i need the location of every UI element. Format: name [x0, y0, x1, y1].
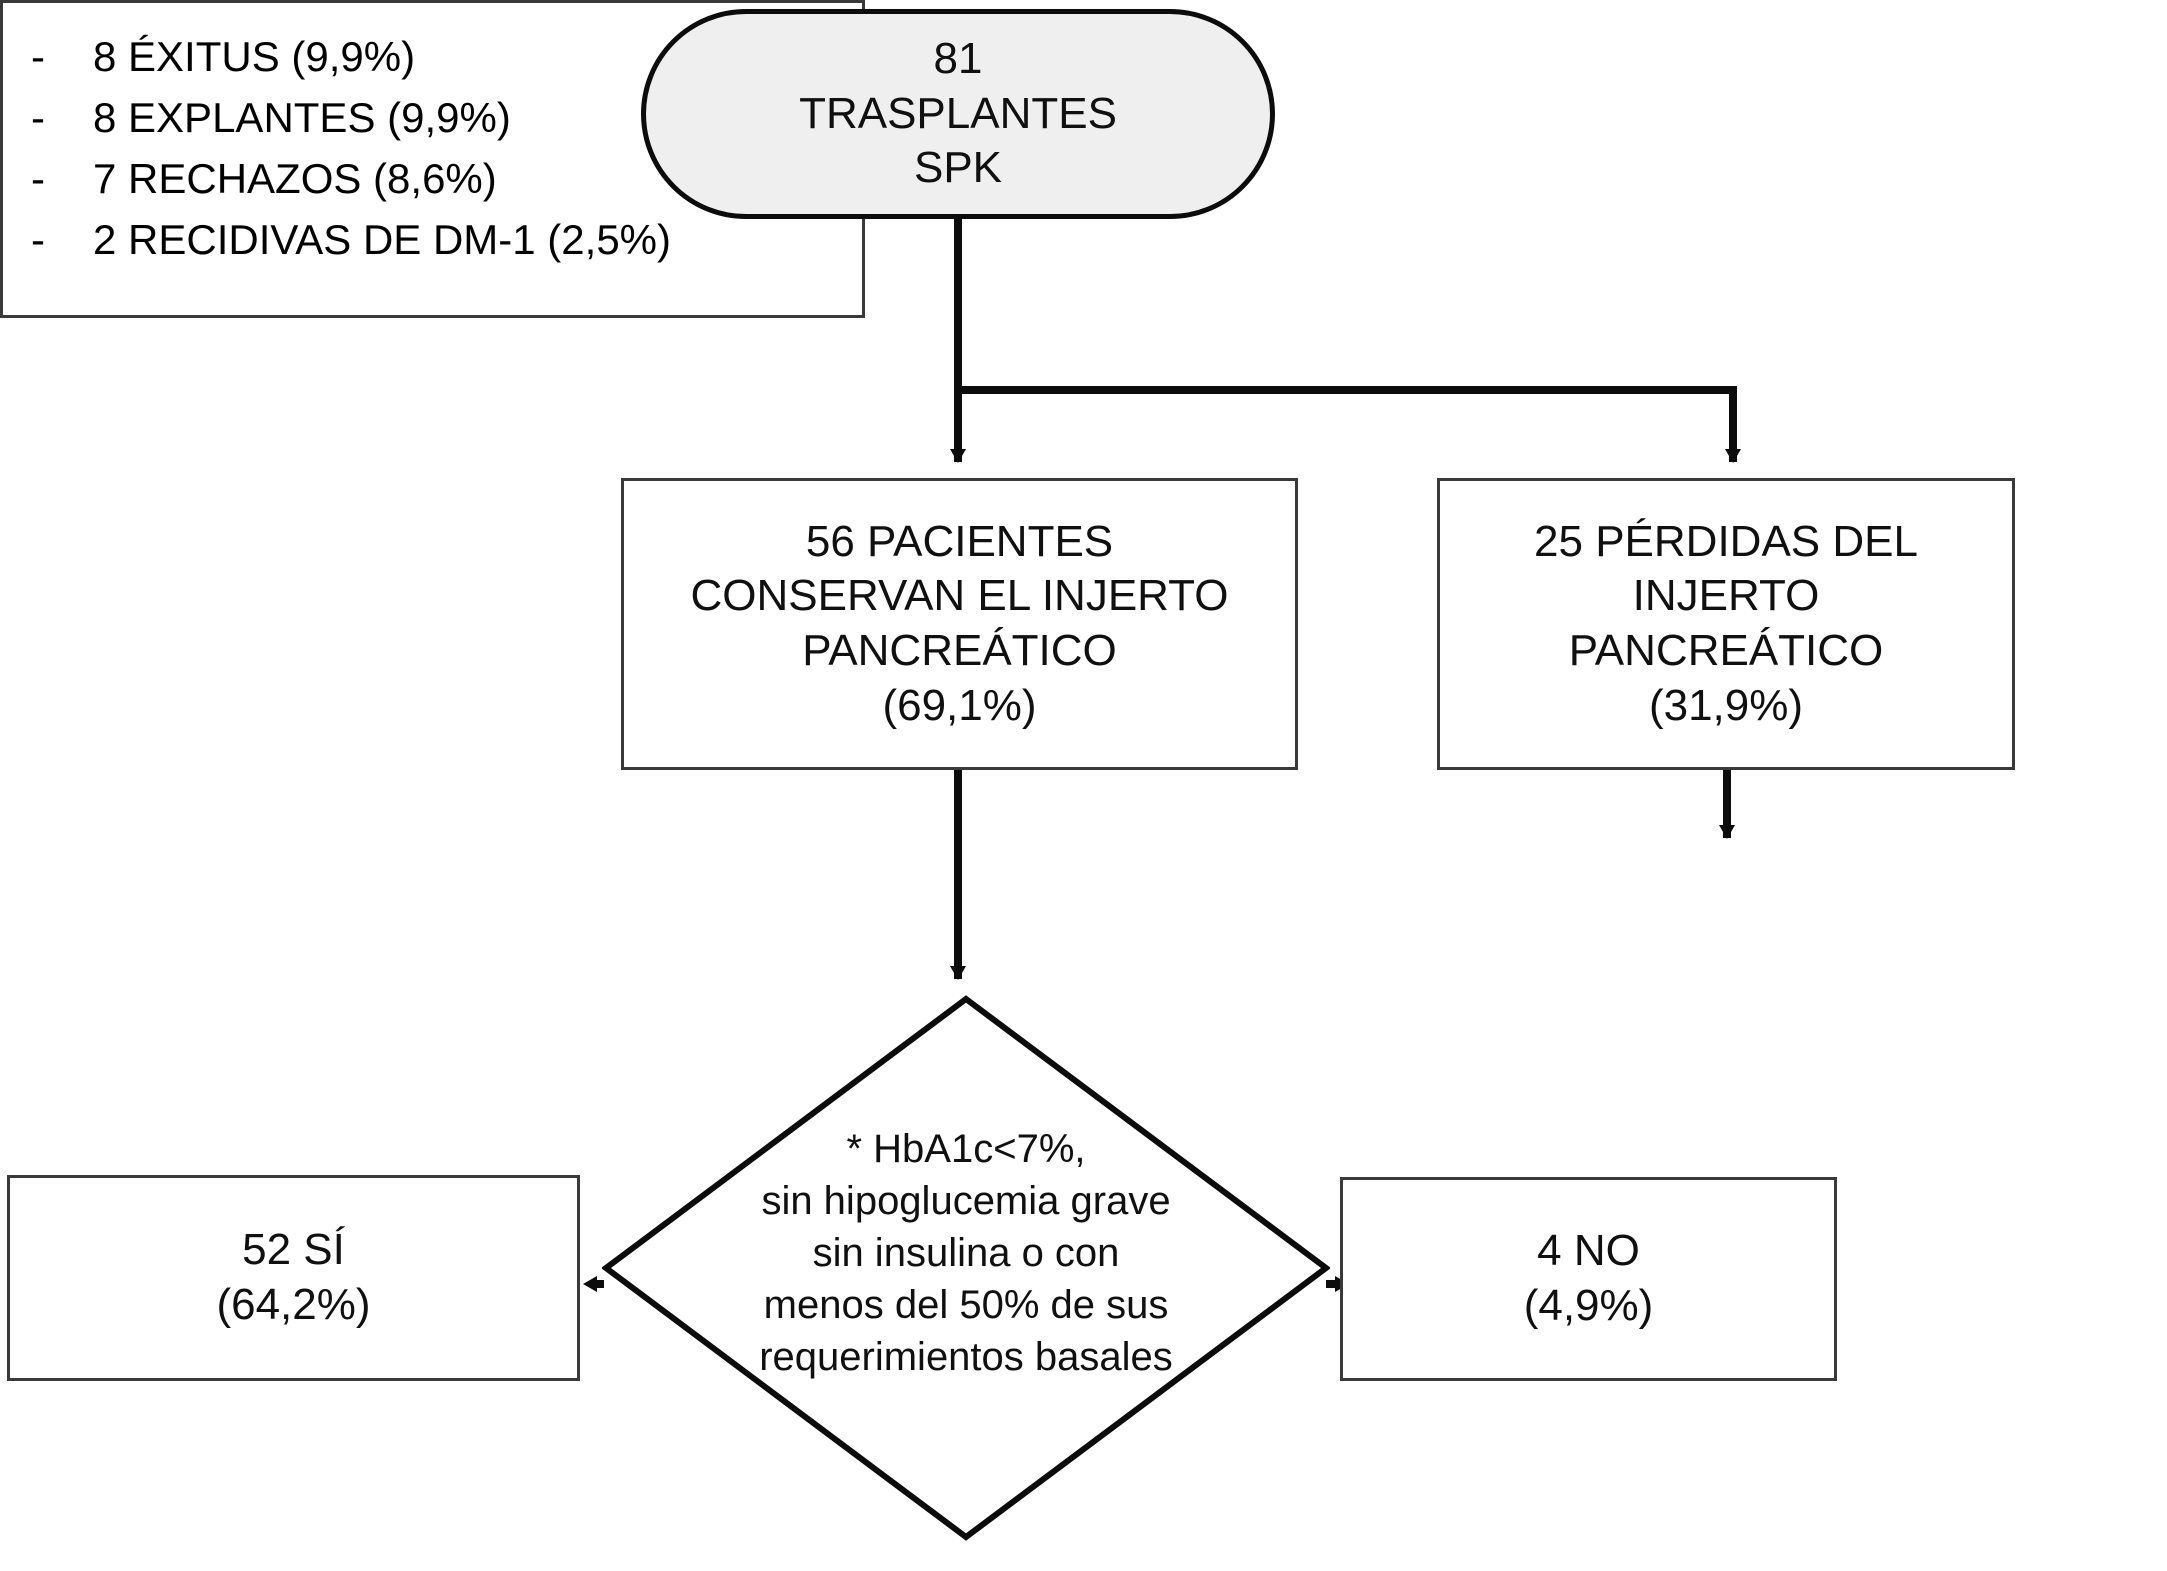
decision-line-4: menos del 50% de sus: [763, 1283, 1169, 1327]
node-graft-preserved-line-2: CONSERVAN EL INJERTO: [690, 571, 1229, 621]
loss-causes-list: - 8 ÉXITUS (9,9%) - 8 EXPLANTES (9,9%) -…: [3, 27, 862, 271]
node-outcome-no[interactable]: 4 NO (4,9%): [1340, 1177, 1837, 1381]
node-outcome-yes[interactable]: 52 SÍ (64,2%): [7, 1175, 580, 1381]
node-graft-loss-percent: (31,9%): [1648, 680, 1804, 730]
list-item: - 8 ÉXITUS (9,9%): [31, 27, 862, 88]
node-graft-loss-line-3: PANCREÁTICO: [1568, 626, 1884, 675]
node-graft-preserved[interactable]: 56 PACIENTES CONSERVAN EL INJERTO PANCRE…: [621, 478, 1298, 770]
node-total-transplants[interactable]: 81 TRASPLANTES SPK: [641, 9, 1275, 219]
node-outcome-yes-label: 52 SÍ: [242, 1225, 345, 1275]
node-total-transplants-line-1: 81: [933, 34, 983, 84]
list-item-label: 2 RECIDIVAS DE DM-1 (2,5%): [93, 215, 672, 263]
decision-line-1: * HbA1c<7%,: [846, 1127, 1086, 1171]
node-graft-loss-text: 25 PÉRDIDAS DEL INJERTO PANCREÁTICO (31,…: [1534, 515, 1918, 733]
bullet-dash: -: [31, 215, 45, 263]
list-item: - 8 EXPLANTES (9,9%): [31, 88, 862, 149]
decision-line-5: requerimientos basales: [759, 1335, 1173, 1379]
list-item-label: 7 RECHAZOS (8,6%): [93, 154, 497, 202]
decision-line-3: sin insulina o con: [812, 1231, 1120, 1275]
node-outcome-no-text: 4 NO (4,9%): [1524, 1224, 1654, 1333]
node-graft-preserved-percent: (69,1%): [882, 680, 1037, 730]
node-graft-preserved-line-3: PANCREÁTICO: [802, 626, 1117, 675]
node-outcome-yes-text: 52 SÍ (64,2%): [216, 1223, 370, 1332]
node-decision-criteria[interactable]: * HbA1c<7%, sin hipoglucemia grave sin i…: [602, 995, 1330, 1541]
list-item-label: 8 ÉXITUS (9,9%): [93, 33, 416, 80]
node-outcome-no-label: 4 NO: [1537, 1226, 1640, 1276]
bullet-dash: -: [31, 33, 45, 80]
node-total-transplants-line-2: TRASPLANTES: [799, 88, 1117, 138]
node-decision-criteria-text: * HbA1c<7%, sin hipoglucemia grave sin i…: [690, 1123, 1242, 1383]
node-graft-preserved-text: 56 PACIENTES CONSERVAN EL INJERTO PANCRE…: [691, 515, 1229, 733]
node-total-transplants-text: 81 TRASPLANTES SPK: [799, 32, 1117, 196]
node-graft-loss-line-1: 25 PÉRDIDAS DEL: [1534, 516, 1918, 566]
bullet-dash: -: [31, 93, 45, 141]
list-item-label: 8 EXPLANTES (9,9%): [93, 93, 511, 141]
node-graft-preserved-line-1: 56 PACIENTES: [805, 516, 1114, 566]
node-total-transplants-line-3: SPK: [913, 143, 1003, 193]
list-item: - 7 RECHAZOS (8,6%): [31, 149, 862, 210]
node-graft-loss-line-2: INJERTO: [1632, 571, 1820, 621]
list-item: - 2 RECIDIVAS DE DM-1 (2,5%): [31, 210, 862, 271]
node-outcome-no-percent: (4,9%): [1523, 1281, 1654, 1330]
node-outcome-yes-percent: (64,2%): [216, 1280, 371, 1329]
node-graft-loss[interactable]: 25 PÉRDIDAS DEL INJERTO PANCREÁTICO (31,…: [1437, 478, 2015, 770]
bullet-dash: -: [31, 154, 45, 202]
decision-diamond-shape: [602, 995, 1330, 1541]
decision-line-2: sin hipoglucemia grave: [761, 1179, 1171, 1223]
